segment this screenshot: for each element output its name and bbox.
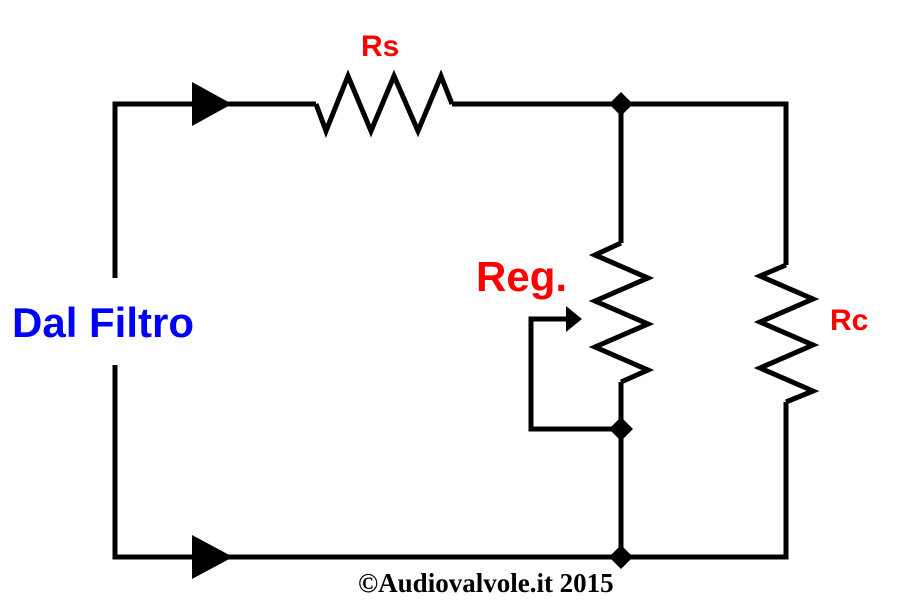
arrow-bottom-icon	[192, 535, 233, 579]
junction-node-wiper	[609, 417, 633, 441]
resistor-rc	[753, 262, 820, 405]
wire-right-lower	[621, 402, 789, 560]
wire-top-right	[452, 101, 789, 265]
arrow-top-icon	[192, 82, 232, 126]
reg-wiper-arrow-icon	[566, 306, 582, 332]
label-rc: Rc	[830, 304, 869, 337]
junction-node-bottom	[609, 545, 633, 569]
label-rs: Rs	[361, 30, 400, 63]
label-input: Dal Filtro	[12, 299, 195, 346]
wire-top-left	[112, 101, 316, 278]
reg-wiper-wire	[528, 316, 621, 432]
resistor-reg	[588, 240, 655, 385]
wire-bottom	[112, 365, 621, 560]
resistor-rs	[313, 69, 455, 138]
label-reg: Reg.	[476, 253, 568, 300]
junction-node-top	[609, 92, 633, 116]
copyright-text: ©Audiovalvole.it 2015	[358, 568, 614, 598]
